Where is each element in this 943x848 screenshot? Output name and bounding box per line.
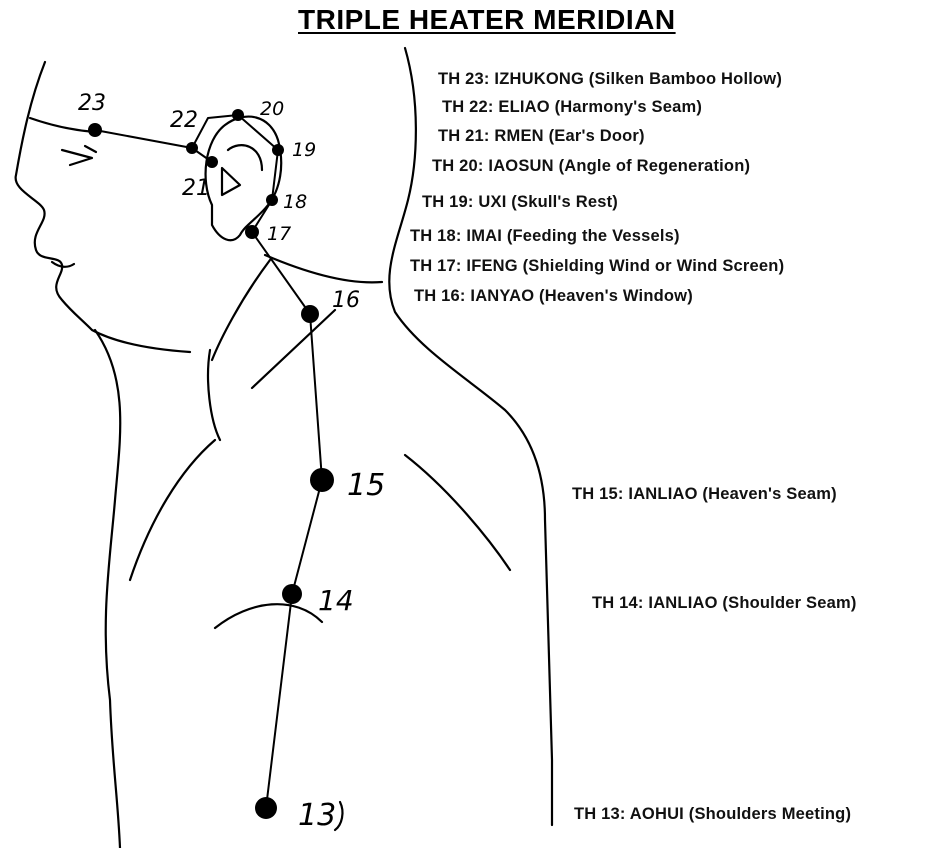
label-th20: TH 20: IAOSUN (Angle of Regeneration) [432, 157, 751, 175]
face-profile [14, 60, 192, 354]
point-22 [186, 142, 198, 154]
num-19: 19 [292, 139, 316, 161]
point-13 [255, 797, 277, 819]
label-th22: TH 22: ELIAO (Harmony's Seam) [442, 98, 703, 116]
point-14 [282, 584, 302, 604]
label-th13: TH 13: AOHUI (Shoulders Meeting) [574, 805, 852, 823]
shoulder-arc [213, 603, 324, 630]
point-21 [206, 156, 218, 168]
label-th14: TH 14: IANLIAO (Shoulder Seam) [592, 594, 857, 612]
point-20 [232, 109, 244, 121]
mouth-sketch [50, 260, 76, 268]
neck-front-outline [206, 348, 222, 442]
eye-sketch [60, 144, 98, 167]
num-20: 20 [260, 98, 284, 120]
label-th16: TH 16: IANYAO (Heaven's Window) [414, 287, 693, 305]
label-th17: TH 17: IFENG (Shielding Wind or Wind Scr… [410, 257, 785, 275]
point-18 [266, 194, 278, 206]
num-14: 14 [318, 584, 354, 617]
num-23: 23 [78, 91, 106, 116]
point-23 [88, 123, 102, 137]
point-16 [301, 305, 319, 323]
label-th19: TH 19: UXI (Skull's Rest) [422, 193, 618, 211]
num-18: 18 [283, 191, 307, 213]
label-th18: TH 18: IMAI (Feeding the Vessels) [410, 227, 680, 245]
page-title: TRIPLE HEATER MERIDIAN [298, 4, 676, 35]
num-16: 16 [332, 288, 360, 313]
point-19 [272, 144, 284, 156]
acupoint-markers [88, 109, 334, 819]
num-17: 17 [267, 223, 291, 245]
num-22: 22 [170, 108, 198, 133]
num-13: 13 [298, 798, 336, 833]
num-15: 15 [347, 468, 385, 503]
label-th21: TH 21: RMEN (Ear's Door) [438, 127, 645, 145]
label-th15: TH 15: IANLIAO (Heaven's Seam) [572, 485, 837, 503]
head-back-outline [388, 46, 554, 827]
label-th23: TH 23: IZHUKONG (Silken Bamboo Hollow) [438, 70, 783, 88]
point-15 [310, 468, 334, 492]
num-21: 21 [182, 176, 210, 201]
meridian-line [94, 114, 323, 809]
point-17 [245, 225, 259, 239]
ear-outline [204, 115, 283, 242]
